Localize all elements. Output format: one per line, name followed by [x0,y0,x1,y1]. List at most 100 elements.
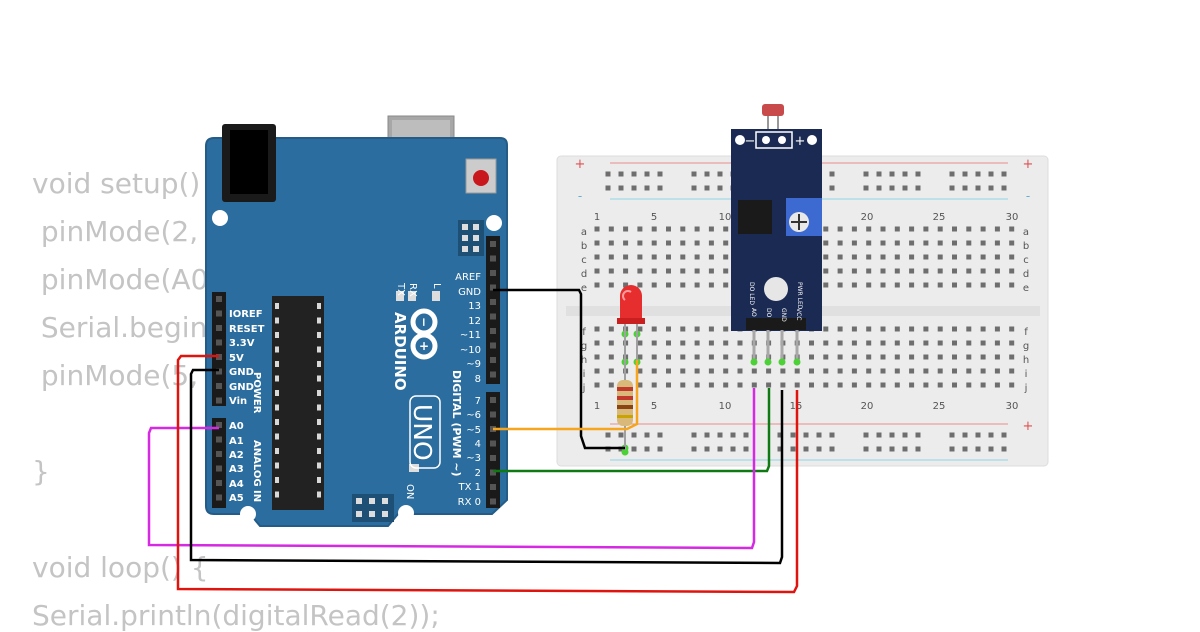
column-label: 20 [861,212,874,223]
breadboard-hole [837,354,843,360]
breadboard-hole [608,368,614,374]
rail-hole [902,446,908,452]
header-pin [490,411,496,418]
breadboard-hole [637,254,643,260]
digital-header-top[interactable] [486,236,500,384]
wire-5v-vcc[interactable] [176,354,799,594]
wire-a0-ao[interactable] [147,388,756,550]
sensor-pin-header[interactable] [746,318,806,330]
arduino-uno-board[interactable]: TX RX L ON ARDUINO + − UNO DIGITAL (PWM … [205,115,508,527]
chip-pin [317,433,321,440]
code-line: void setup() { [32,167,228,200]
analog-header[interactable] [212,418,226,508]
breadboard-hole [666,282,671,288]
breadboard-hole [608,226,614,232]
resistor-band [617,387,633,391]
rail-hole [605,185,611,191]
row-label: g [1023,341,1029,352]
breadboard-hole [680,268,686,274]
breadboard-hole [980,240,986,246]
rail-hole [988,446,994,452]
row-label: h [581,355,587,366]
rail-hole [777,432,783,438]
icsp-pin [462,224,468,230]
red-led[interactable] [617,285,645,362]
connection-dot [750,358,758,366]
breadboard-hole [937,240,943,246]
wire-gnd-led[interactable] [493,288,625,450]
rail-hole [717,432,723,438]
breadboard-hole [909,268,915,274]
breadboard-hole [708,368,714,374]
breadboard-hole [937,354,943,360]
breadboard-hole [980,268,986,274]
breadboard-hole [637,268,643,274]
wire-pin5-led[interactable] [493,360,639,431]
rail-hole [790,432,796,438]
chip-pin [317,317,321,324]
pin-label-vcc: VCC [795,308,802,320]
ldr-sensor-module[interactable]: − + DO LED PWR LED AO DO GND VCC [731,104,822,366]
rail-hole [949,432,955,438]
pin-label-3v3: 3.3V [229,338,255,349]
wire-gnd-sensor[interactable] [189,368,784,565]
breadboard-hole [780,368,786,374]
header-pin [216,422,222,428]
pin-label-gnd: GND [229,367,254,378]
breadboard-hole [723,226,729,232]
breadboard-hole [980,382,986,388]
header-pin [490,270,496,276]
chip-pin [317,332,321,338]
power-jack-opening [230,130,268,194]
tx-led [396,291,404,301]
resistor[interactable] [617,362,633,450]
breadboard-hole [952,326,957,332]
header-pin [490,397,496,403]
breadboard-hole [909,226,915,232]
breadboard-hole [708,382,714,388]
breadboard-hole [952,282,957,288]
icsp-pin [473,246,479,252]
icsp-pin [382,511,388,517]
rail-hole [962,185,968,191]
breadboard-hole [666,368,671,374]
reset-button[interactable] [473,170,489,186]
breadboard-hole [651,326,657,332]
breadboard-hole [809,382,814,388]
rail-hole [915,432,921,438]
breadboard-hole [723,282,729,288]
header-pin [490,484,496,490]
digital-header-bottom[interactable] [486,392,500,508]
pin-label-a1: A1 [229,436,244,447]
breadboard-hole [952,254,957,260]
breadboard-hole [966,326,972,332]
breadboard-hole [723,254,729,260]
rail-hole [988,171,994,177]
breadboard-hole [666,326,671,332]
column-label: 1 [594,212,600,223]
column-label: 5 [651,212,657,223]
pin-label-11: ~11 [460,330,481,341]
breadboard-hole [966,268,972,274]
breadboard-hole [1009,340,1015,346]
breadboard-hole [737,368,743,374]
pin-label-8: 8 [475,374,481,385]
rail-hole [829,185,835,191]
breadboard-hole [594,268,600,274]
rail-hole [975,171,981,177]
rail-hole [631,446,637,452]
chip-pin [317,375,321,382]
chip-pin [317,303,321,309]
breadboard-hole [594,382,600,388]
breadboard-hole [651,254,657,260]
rail-hole [657,446,663,452]
breadboard-hole [823,282,829,288]
power-header[interactable] [212,292,226,406]
breadboard-hole [1009,282,1015,288]
breadboard-hole [823,326,829,332]
breadboard-hole [894,382,900,388]
wire-pin2-do[interactable] [493,388,771,473]
breadboard-hole [637,354,643,360]
breadboard-hole [708,226,714,232]
rail-hole [777,446,783,452]
